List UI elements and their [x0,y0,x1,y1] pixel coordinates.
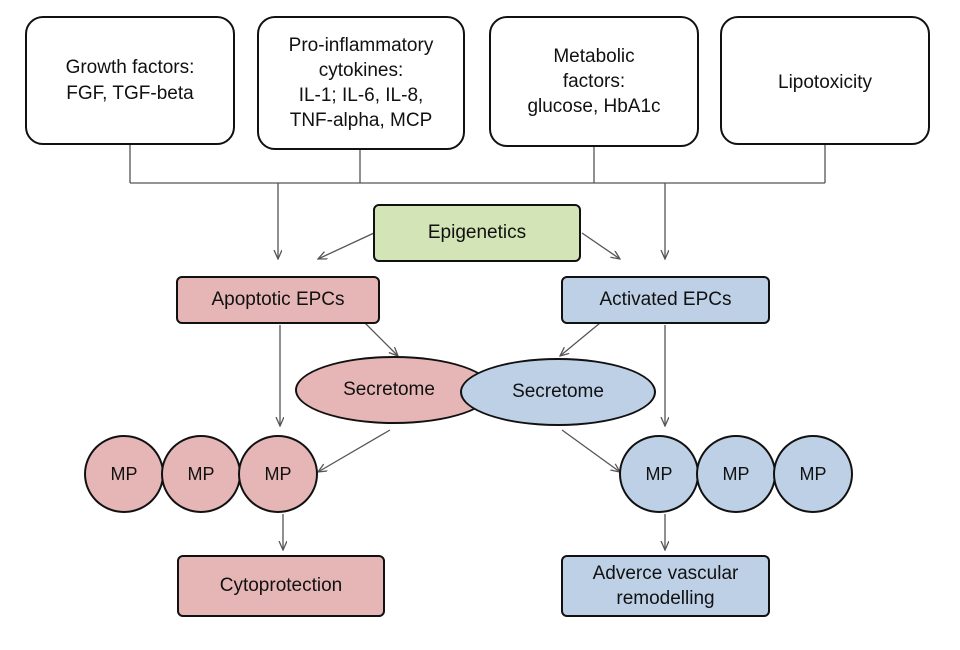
growth-factors-label: Growth factors: FGF, TGF-beta [65,57,195,104]
activated-epcs-label: Activated EPCs [599,289,732,311]
mp-circle-red-2: MP [161,435,241,513]
mp-label: MP [722,463,750,484]
pro-inflammatory-cytokines-box: Pro-inflammatory cytokines: IL-1; IL-6, … [257,16,465,150]
epigenetics-box: Epigenetics [373,204,581,262]
secretome-to-red-mp-arrow [318,429,391,472]
pro-inflammatory-cytokines-label: Pro-inflammatory cytokines: IL-1; IL-6, … [288,34,434,132]
adverse-vascular-remodelling-label: Adverce vascular remodelling [592,562,739,609]
cytoprotection-label: Cytoprotection [219,575,343,597]
secretome-apoptotic-label: Secretome [343,379,435,400]
apoptotic-epcs-label: Apoptotic EPCs [211,289,345,311]
secretome-activated-label: Secretome [512,381,604,402]
lipotoxicity-box: Lipotoxicity [720,16,930,145]
mp-circle-blue-3: MP [773,435,853,513]
metabolic-factors-box: Metabolic factors: glucose, HbA1c [489,16,699,147]
mp-circle-blue-1: MP [619,435,699,513]
activated-epcs-box: Activated EPCs [561,276,770,324]
mp-label: MP [645,463,673,484]
mp-label: MP [264,463,292,484]
mp-label: MP [110,463,138,484]
epigenetics-label: Epigenetics [427,222,527,244]
mp-circle-red-1: MP [84,435,164,513]
mp-circle-blue-2: MP [696,435,776,513]
apoptotic-to-secretome-arrow [364,322,398,356]
epigenetics-to-apoptotic-arrow [318,232,375,259]
secretome-to-blue-mp-arrow [561,429,620,472]
cytoprotection-box: Cytoprotection [177,555,385,617]
adverse-vascular-remodelling-box: Adverce vascular remodelling [561,555,770,617]
epigenetics-to-activated-arrow [581,232,620,259]
activated-to-secretome-arrow [560,322,601,356]
metabolic-factors-label: Metabolic factors: glucose, HbA1c [527,45,661,118]
mp-label: MP [799,463,827,484]
growth-factors-box: Growth factors: FGF, TGF-beta [25,16,235,145]
mp-label: MP [187,463,215,484]
secretome-activated-ellipse: Secretome [460,358,656,426]
mp-circle-red-3: MP [238,435,318,513]
apoptotic-epcs-box: Apoptotic EPCs [176,276,380,324]
lipotoxicity-label: Lipotoxicity [778,72,872,93]
